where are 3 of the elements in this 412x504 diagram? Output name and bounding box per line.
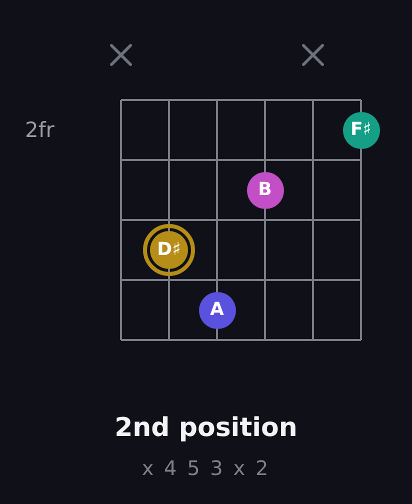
chord-title: 2nd position xyxy=(114,412,298,445)
fingering-text: x 4 5 3 x 2 xyxy=(142,455,270,481)
fret-number-label: 2fr xyxy=(25,117,54,144)
